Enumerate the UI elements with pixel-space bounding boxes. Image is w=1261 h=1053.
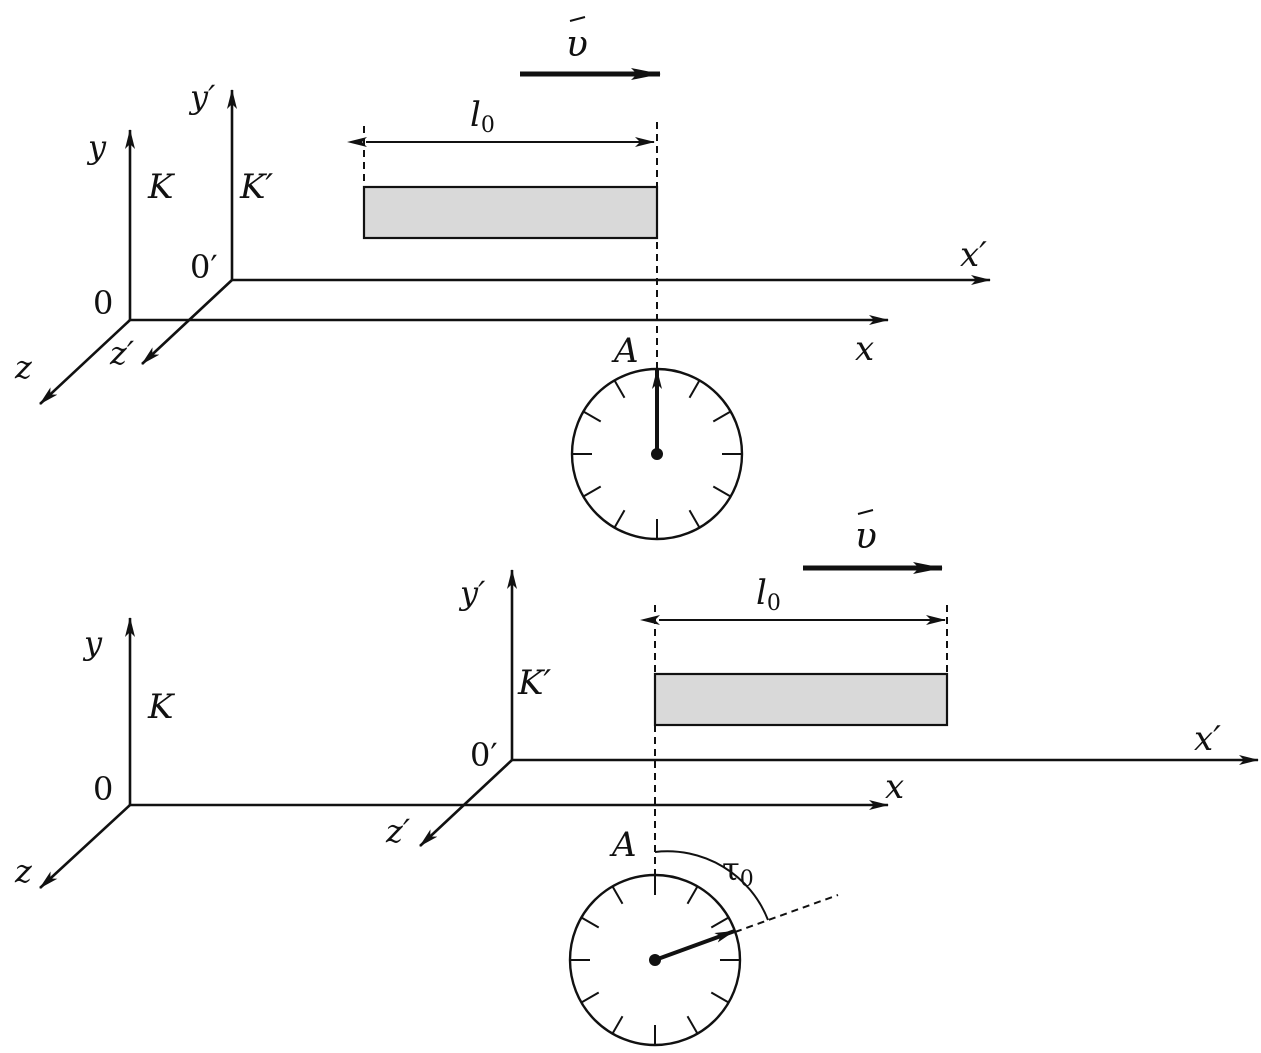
top-rod [362, 185, 659, 240]
bottom-kp-z-axis [419, 759, 513, 847]
bottom-k-z-label: z [14, 852, 33, 890]
top-clock-tick [712, 410, 732, 423]
top-clock-tick [582, 485, 602, 498]
bottom-length: l0 [640, 573, 948, 674]
bottom-clock-tick [686, 1015, 699, 1035]
bottom-kp-x-label: x′ [1194, 719, 1221, 759]
bottom-kp-z-label: z′ [385, 812, 411, 850]
top-clock-tick [712, 485, 732, 498]
top-length: l0 [347, 95, 655, 186]
bottom-k-z-axis [39, 804, 131, 889]
top-kp-name-label: K′ [239, 167, 273, 207]
bottom-clock-tick [710, 916, 730, 929]
bottom-panel: y K 0 x z y′ K′ 0′ x′ z′ υ l0 [14, 509, 1259, 1047]
bottom-clock-tick [710, 991, 730, 1004]
top-k-z-axis [39, 319, 131, 405]
bottom-clock-tick [580, 916, 600, 929]
bottom-frame-k: y K 0 x z [14, 617, 904, 890]
bottom-frame-k-prime: y′ K′ 0′ x′ z′ [385, 569, 1259, 850]
top-length-label: l0 [470, 95, 495, 138]
bottom-clock-ticks [570, 875, 740, 1045]
bottom-kp-name-label: K′ [517, 663, 551, 703]
top-k-name-label: K [147, 167, 176, 207]
bottom-length-label: l0 [756, 573, 781, 616]
top-k-z-label: z [14, 348, 33, 386]
bottom-elapsed-label: τ0 [722, 850, 754, 892]
top-k-y-label: y [86, 128, 107, 166]
bottom-hand-extension [734, 894, 839, 933]
bottom-velocity: υ [803, 509, 943, 574]
top-kp-x-label: x′ [960, 235, 987, 275]
top-frame-k-prime: y′ K′ 0′ x′ z′ [109, 78, 991, 372]
bottom-clock-tick [611, 1015, 624, 1035]
bottom-velocity-vector-mark [857, 509, 874, 515]
bottom-clock-tick [686, 885, 699, 905]
bottom-k-name-label: K [147, 687, 176, 727]
bottom-velocity-label: υ [855, 516, 877, 557]
top-clock-tick [613, 379, 626, 399]
top-velocity: υ [520, 16, 661, 80]
bottom-k-y-label: y [82, 624, 103, 662]
top-clock-tick [613, 509, 626, 529]
top-clock-tick [582, 410, 602, 423]
bottom-kp-origin-label: 0′ [470, 736, 498, 774]
bottom-k-origin-label: 0 [93, 770, 113, 808]
top-clock: A [570, 331, 744, 541]
top-panel: y K 0 x z y′ K′ 0′ x′ z′ υ l0 [14, 16, 991, 541]
top-clock-tick [688, 379, 701, 399]
bottom-k-x-label: x [885, 767, 904, 807]
top-k-x-label: x [855, 329, 874, 369]
top-clock-tick [688, 509, 701, 529]
bottom-clock-tick [580, 991, 600, 1004]
bottom-elapsed-arc [654, 850, 769, 921]
top-clock-pivot [651, 448, 663, 460]
top-kp-z-axis [141, 279, 233, 365]
bottom-clock-hand [654, 929, 735, 962]
top-velocity-vector-mark [569, 16, 586, 22]
top-kp-z-label: z′ [109, 334, 135, 372]
bottom-clock-tick [611, 885, 624, 905]
top-frame-k: y K 0 x z [14, 128, 889, 405]
top-k-origin-label: 0 [93, 284, 113, 322]
bottom-rod [653, 672, 949, 727]
bottom-clock: A τ0 [568, 825, 839, 1047]
top-velocity-label: υ [566, 24, 588, 65]
top-kp-origin-label: 0′ [190, 248, 218, 286]
bottom-clock-label: A [609, 825, 637, 865]
top-kp-y-label: y′ [188, 78, 216, 116]
top-clock-label: A [611, 331, 639, 371]
bottom-clock-pivot [649, 954, 661, 966]
bottom-kp-y-label: y′ [458, 574, 486, 612]
